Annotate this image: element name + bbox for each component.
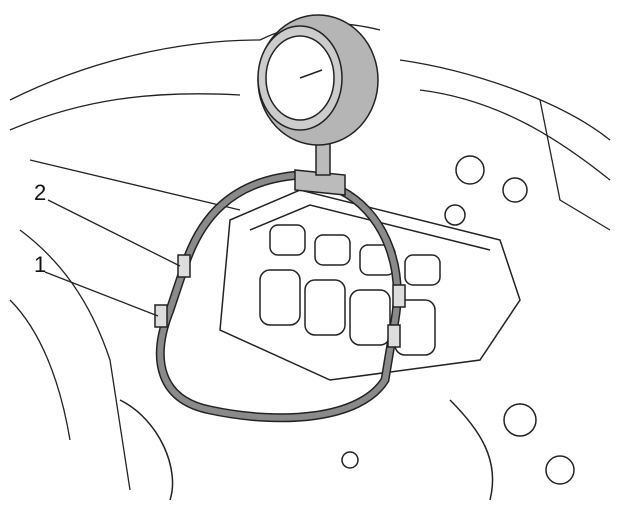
hose-fitting-lower (154, 304, 168, 328)
engine-block (119, 155, 575, 501)
engine-bay-outline (9, 22, 611, 491)
pressure-gauge (257, 14, 379, 146)
callout-2: 2 (34, 180, 47, 205)
pressure-hoses (155, 170, 402, 423)
callout-1: 1 (34, 252, 47, 277)
callout-leaders (44, 199, 181, 317)
hose-fitting-upper (177, 254, 191, 278)
